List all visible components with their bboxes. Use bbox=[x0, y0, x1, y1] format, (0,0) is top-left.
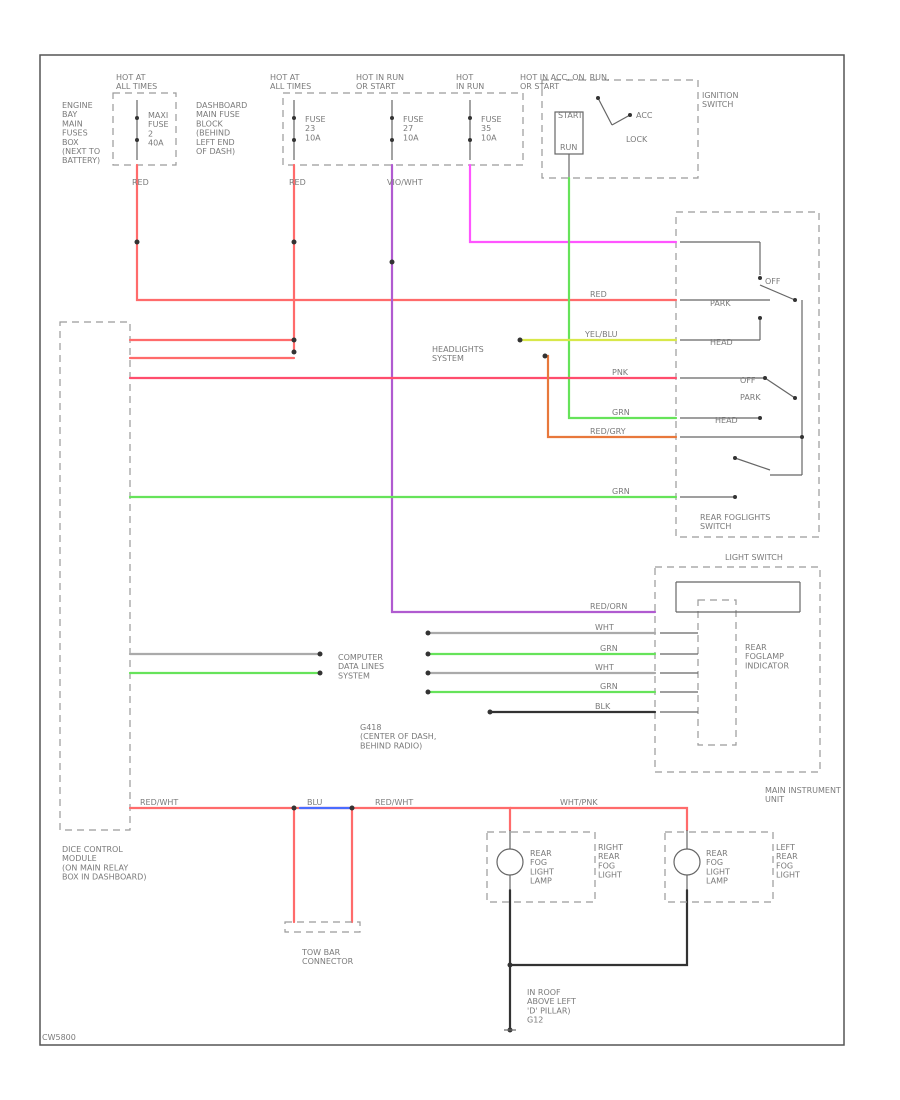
wire-label-yel-blu: YEL/BLU bbox=[584, 330, 618, 339]
label-g418: G418(CENTER OF DASH,BEHIND RADIO) bbox=[360, 723, 436, 750]
engine-bay-fuse-box bbox=[112, 92, 177, 166]
tow-bar-connector-box bbox=[284, 921, 361, 933]
wire-label-grn-4: GRN bbox=[600, 682, 618, 691]
wire-label-red-gry: RED/GRY bbox=[590, 427, 626, 436]
wire-label-red-y: RED bbox=[132, 178, 149, 187]
rear-foglamp-indicator-box bbox=[697, 599, 737, 746]
wire-label-vio: VIO/WHT bbox=[387, 178, 423, 187]
rear-foglights-switch-box bbox=[675, 211, 820, 538]
wire-label-red-wht: RED/WHT bbox=[375, 798, 413, 807]
label-hot-acc: HOT IN ACC, ON, RUN,OR START bbox=[520, 73, 610, 91]
wire-label-red-main: RED bbox=[590, 290, 607, 299]
wire-label-red-x: RED bbox=[289, 178, 306, 187]
label-start: START bbox=[558, 111, 583, 120]
wire-label-grn-2: GRN bbox=[612, 487, 630, 496]
label-lock: LOCK bbox=[626, 135, 648, 144]
label-park-1: PARK bbox=[710, 299, 731, 308]
wire-labels: RED RED VIO/WHT RED YEL/BLU PNK GRN RED/… bbox=[132, 178, 630, 807]
wire-label-red-org: RED/ORN bbox=[590, 602, 627, 611]
ignition-switch-internals bbox=[554, 96, 632, 178]
wire-red-fog bbox=[128, 806, 512, 832]
label-acc: ACC bbox=[636, 111, 653, 120]
wire-label-blu: BLU bbox=[307, 798, 323, 807]
wire-violet bbox=[390, 163, 657, 614]
wire-label-wht-pnk: WHT/PNK bbox=[560, 798, 598, 807]
wire-label-wht-2: WHT bbox=[595, 663, 614, 672]
wire-magenta bbox=[468, 163, 678, 244]
label-footer-code: CW5800 bbox=[42, 1033, 76, 1042]
label-run: RUN bbox=[560, 143, 577, 152]
wire-label-wht-1: WHT bbox=[595, 623, 614, 632]
label-park-2: PARK bbox=[740, 393, 761, 402]
instrument-internals bbox=[660, 581, 801, 713]
wire-orange bbox=[543, 354, 678, 439]
wire-green-ign bbox=[567, 176, 678, 420]
label-off-2: OFF bbox=[740, 376, 756, 385]
dice-module-box bbox=[59, 321, 131, 831]
main-instrument-unit-box bbox=[654, 566, 821, 773]
dash-fuse-box bbox=[282, 92, 524, 166]
fuse-symbols bbox=[135, 100, 472, 160]
ignition-switch-box bbox=[541, 79, 699, 179]
rear-fog-switch-internals bbox=[680, 241, 804, 499]
diagram-frame bbox=[39, 54, 845, 1046]
wire-label-pnk: PNK bbox=[612, 368, 629, 377]
fog-lamp-bulbs bbox=[496, 830, 701, 890]
label-head-1: HEAD bbox=[710, 338, 733, 347]
wire-label-red-tow: RED/WHT bbox=[140, 798, 178, 807]
wire-blk-ground bbox=[508, 888, 689, 1032]
left-rear-fog-box bbox=[664, 831, 774, 903]
label-light-switch: LIGHT SWITCH bbox=[725, 553, 783, 562]
wire-label-blk: BLK bbox=[595, 702, 611, 711]
label-off-1: OFF bbox=[765, 277, 781, 286]
wire-red-fuse23 bbox=[128, 163, 296, 360]
wire-red-fog-2 bbox=[508, 806, 689, 832]
wire-label-grn-3: GRN bbox=[600, 644, 618, 653]
wire-red-main bbox=[135, 163, 678, 302]
wire-label-grn-1: GRN bbox=[612, 408, 630, 417]
wires bbox=[128, 163, 689, 1032]
label-head-2: HEAD bbox=[715, 416, 738, 425]
right-rear-fog-box bbox=[486, 831, 596, 903]
junction-dots bbox=[134, 239, 548, 1033]
